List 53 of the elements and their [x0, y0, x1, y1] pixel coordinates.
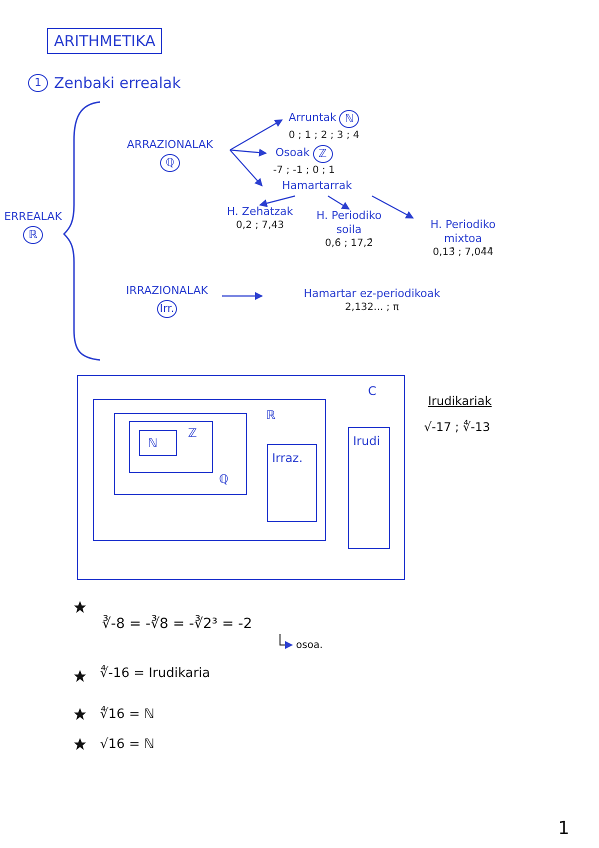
circled-symbol: ℚ — [160, 154, 180, 172]
arrow — [230, 119, 283, 151]
page-number: 1 — [558, 818, 570, 839]
set-label: ℕ — [148, 436, 158, 450]
title: ARITHMETIKA — [47, 28, 162, 54]
set-box — [267, 444, 317, 522]
category-label: Hamartar ez-periodikoak — [304, 287, 440, 301]
arrow — [230, 150, 263, 187]
category-label: H. Periodiko soila — [315, 209, 383, 237]
set-label: ℚ — [219, 472, 228, 486]
note: osoa. — [296, 640, 323, 651]
number-examples: 0,6̑ ; 17,2̑ — [325, 237, 373, 250]
set-label: ℤ — [188, 426, 197, 440]
arrow — [259, 195, 296, 208]
formula: ∜16 = ℕ — [100, 707, 154, 722]
number-examples: -7 ; -1 ; 0 ; 1 — [272, 164, 336, 177]
set-box — [77, 375, 405, 580]
arrow — [372, 195, 414, 219]
circled-number: 1 — [28, 74, 48, 92]
category-label: H. Zehatzak — [226, 205, 294, 219]
circled-symbol: Irr. — [157, 300, 177, 318]
arrow — [230, 148, 267, 157]
arrow — [328, 195, 350, 210]
set-box — [93, 399, 326, 541]
number-examples: 2,132... ; π — [345, 301, 399, 314]
formula: ∛-8 = -∛8 = -∛2³ = -2 — [102, 616, 252, 632]
category-label: H. Periodiko mixtoa — [429, 218, 497, 246]
formula: √16 = ℕ — [100, 737, 154, 752]
arrow — [222, 292, 263, 300]
circled-symbol: ℕ — [339, 110, 360, 128]
number-examples: 0 ; 1 ; 2 ; 3 ; 4 — [288, 128, 360, 142]
note-heading: Irudikariak — [428, 394, 492, 408]
set-label: Irudi — [353, 434, 380, 448]
set-box — [348, 427, 390, 549]
number-examples: 0,2 ; 7,43 — [236, 219, 284, 232]
circled-symbol: ℝ — [23, 226, 43, 244]
set-box — [114, 413, 247, 495]
category-label: ARRAZIONALAK — [126, 138, 214, 152]
set-label: C — [368, 384, 376, 398]
formula: √-17 ; ∜-13 — [424, 420, 490, 434]
set-box — [139, 430, 177, 456]
set-label: ℝ — [266, 408, 276, 422]
set-label: Irraz. — [272, 451, 303, 465]
category-label: Hamartarrak — [282, 179, 352, 193]
category-label: IRRAZIONALAK — [126, 284, 208, 298]
formula: ∜-16 = Irudikaria — [100, 666, 210, 681]
category-label: Osoak — [275, 146, 310, 160]
set-box — [129, 421, 213, 473]
circled-symbol: ℤ — [312, 145, 333, 164]
number-examples: 0,13̑ ; 7,04̑4̑ — [432, 246, 494, 259]
category-label: Arruntak — [288, 111, 336, 126]
category-label: ERREALAK — [4, 210, 62, 224]
heading: Zenbaki errealak — [54, 74, 181, 92]
